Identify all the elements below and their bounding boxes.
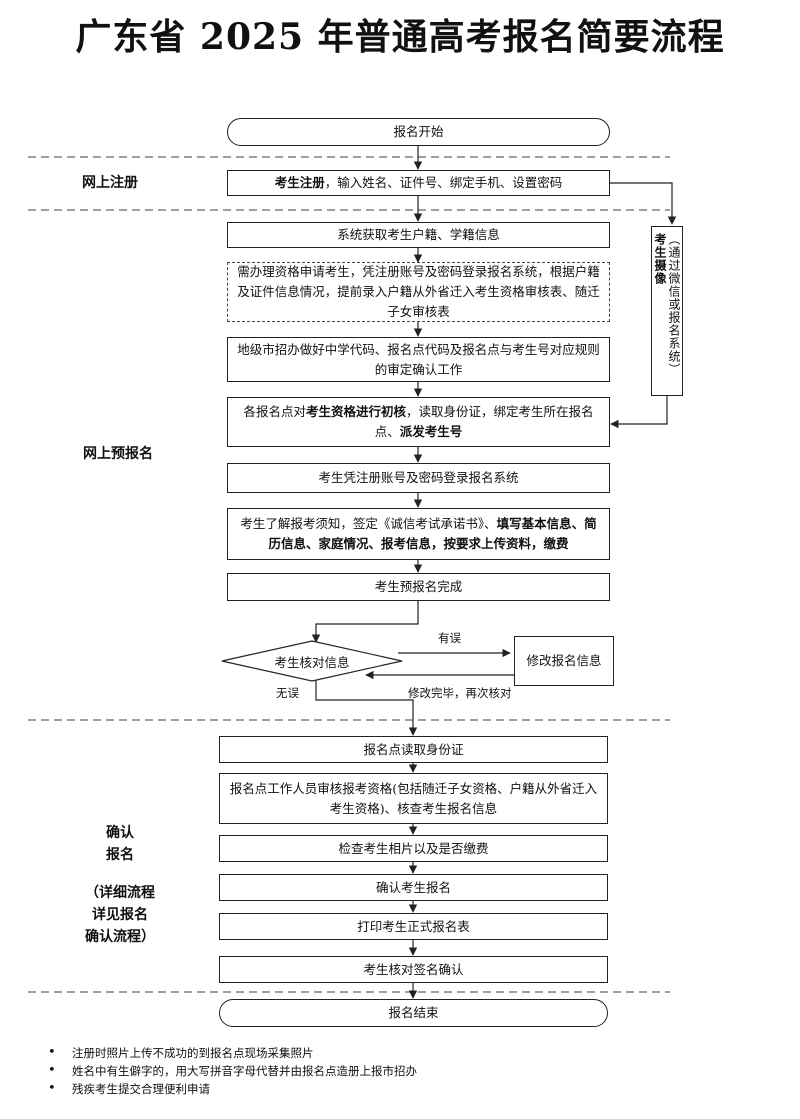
note-item: 姓名中有生僻字的，用大写拼音字母代替并由报名点造册上报市招办	[44, 1062, 417, 1080]
step-fill-info: 考生了解报考须知，签定《诚信考试承诺书》、填写基本信息、简历信息、家庭情况、报考…	[227, 508, 610, 560]
step-print-form: 打印考生正式报名表	[219, 913, 608, 940]
step-site-check-text: ，读取身份证，绑定考生所在报名点、	[374, 404, 594, 439]
start-terminal: 报名开始	[227, 118, 610, 146]
note-item: 残疾考生提交合理便利申请	[44, 1080, 417, 1098]
notes-list: 注册时照片上传不成功的到报名点现场采集照片 姓名中有生僻字的，用大写拼音字母代替…	[44, 1044, 417, 1098]
section-label-online-prereg: 网上预报名	[83, 446, 153, 462]
step-check-photo: 检查考生相片以及是否缴费	[219, 835, 608, 862]
step-register-text: ，输入姓名、证件号、绑定手机、设置密码	[324, 175, 563, 190]
step-sign-confirm: 考生核对签名确认	[219, 956, 608, 983]
arrow	[311, 601, 419, 643]
arrow	[315, 680, 418, 736]
step-fill-info-bold: 填写基本信息、简历信息、家庭情况、报考信息，按要求上传资料，缴费	[268, 516, 597, 551]
step-site-check: 各报名点对考生资格进行初核，读取身份证，绑定考生所在报名点、派发考生号	[227, 397, 610, 447]
section-label-confirm-line: 报名	[106, 847, 134, 863]
arrow	[610, 396, 668, 429]
step-register-bold: 考生注册	[274, 175, 325, 190]
edge-label-no-error: 无误	[276, 686, 299, 700]
side-box-camera: （通过微信或报名系统） 考生摄像	[651, 226, 683, 396]
step-site-check-bold: 派发考生号	[399, 424, 463, 439]
decision-verify-info: 考生核对信息	[274, 655, 350, 670]
section-label-confirm-note: （详细流程	[85, 885, 155, 901]
decision-diamond	[221, 640, 403, 682]
step-fetch-info: 系统获取考生户籍、学籍信息	[227, 222, 610, 248]
step-read-id: 报名点读取身份证	[219, 736, 608, 763]
section-label-confirm-note: 详见报名	[92, 907, 148, 923]
step-confirm-reg: 确认考生报名	[219, 874, 608, 901]
section-label-confirm-note: 确认流程）	[85, 929, 155, 945]
step-modify-info: 修改报名信息	[514, 636, 614, 686]
step-staff-review: 报名点工作人员审核报考资格(包括随迁子女资格、户籍从外省迁入考生资格)、核查考生…	[219, 773, 608, 824]
edge-label-has-error: 有误	[438, 631, 461, 645]
section-label-confirm: 确认 报名 （详细流程 详见报名 确认流程）	[70, 822, 170, 948]
step-site-check-text: 各报名点对	[243, 404, 306, 419]
end-terminal: 报名结束	[219, 999, 608, 1027]
arrow	[609, 182, 677, 225]
page-title: 广东省 2025 年普通高考报名简要流程	[75, 16, 725, 58]
step-prereg-done: 考生预报名完成	[227, 573, 610, 601]
section-label-online-register: 网上注册	[82, 175, 138, 191]
step-city-office: 地级市招办做好中学代码、报名点代码及报名点与考生号对应规则的审定确认工作	[227, 337, 610, 382]
side-box-camera-note: （通过微信或报名系统）	[667, 233, 681, 376]
section-label-confirm-line: 确认	[106, 825, 134, 841]
step-apply-qualification: 需办理资格申请考生，凭注册账号及密码登录报名系统，根据户籍及证件信息情况，提前录…	[227, 262, 610, 322]
note-item: 注册时照片上传不成功的到报名点现场采集照片	[44, 1044, 417, 1062]
edge-label-recheck: 修改完毕，再次核对	[408, 686, 512, 700]
side-box-camera-title: 考生摄像	[653, 233, 667, 285]
step-site-check-bold: 考生资格进行初核	[305, 404, 406, 419]
step-fill-info-text: 考生了解报考须知，签定《诚信考试承诺书》、	[240, 516, 497, 531]
step-login-system: 考生凭注册账号及密码登录报名系统	[227, 463, 610, 493]
step-register: 考生注册，输入姓名、证件号、绑定手机、设置密码	[227, 170, 610, 196]
